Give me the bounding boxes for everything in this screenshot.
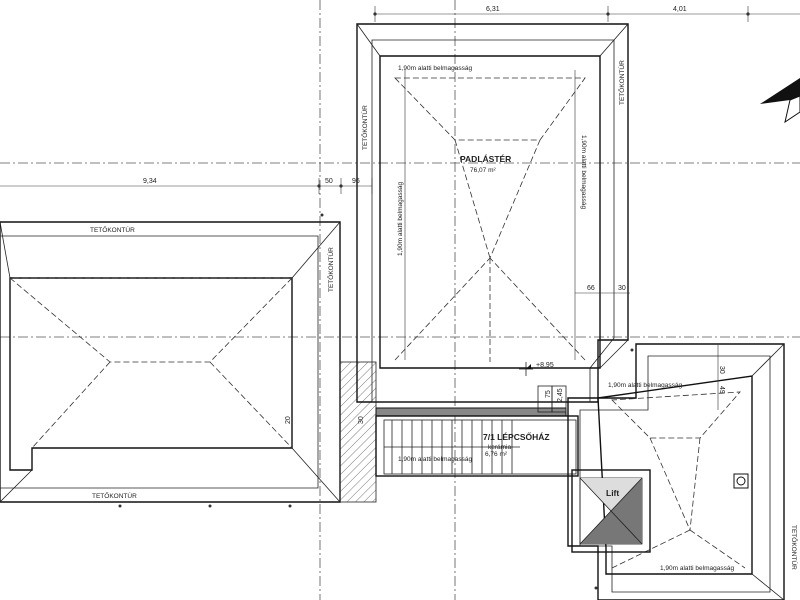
- attic-left-roof-label: TETŐKONTÚR: [360, 105, 369, 150]
- dim-left-long: 9,34: [143, 178, 157, 185]
- top-dimension-chain: 6,31 4,01: [373, 6, 800, 22]
- left-roof-bottom-label: TETŐKONTÚR: [92, 491, 137, 500]
- attic-roof: 1,90m alatti belmagasság 1,90m alatti be…: [356, 23, 630, 403]
- stair-area: 6,76 m²: [485, 451, 508, 458]
- dim-lower-right-b: 49: [718, 386, 725, 394]
- dim-left-mid: 50: [325, 178, 333, 185]
- lower-right-roof: 1,90m alatti belmagasság 1,90m alatti be…: [567, 343, 799, 600]
- stair-height-label: 1,90m alatti belmagasság: [398, 456, 472, 463]
- stair-title: 7/1 LÉPCSŐHÁZ: [483, 431, 550, 442]
- dim-left-wall-a: 20: [285, 416, 292, 424]
- lower-right-bottom-height-label: 1,90m alatti belmagasság: [660, 565, 734, 572]
- dim-left-small: 96: [352, 178, 360, 185]
- level-mark-text: +8,95: [536, 362, 554, 369]
- attic-right-roof-label: TETŐKONTÚR: [617, 60, 626, 105]
- left-roof-top-label: TETŐKONTÚR: [90, 225, 135, 234]
- vent-icon: [733, 473, 749, 489]
- dim-lower-right-a: 30: [718, 366, 725, 374]
- attic-title: PADLÁSTÉR: [460, 154, 511, 164]
- left-dimension-chain: 9,34 50 96: [0, 178, 373, 194]
- reference-dots: [118, 213, 634, 590]
- dim-attic-inner-right: 30: [618, 285, 626, 292]
- attic-left-height-label: 1,90m alatti belmagasság: [397, 182, 404, 256]
- attic-area: 76,07 m²: [470, 167, 496, 174]
- left-roof-side-label: TETŐKONTÚR: [326, 247, 335, 292]
- lift-shaft: Lift: [571, 469, 651, 553]
- dim-stair-a: 75: [545, 390, 552, 398]
- attic-right-height-label: 1,90m alatti belmagasság: [580, 135, 587, 209]
- dim-attic-inner-left: 66: [587, 285, 595, 292]
- north-arrow-icon: [760, 78, 800, 124]
- dim-stair-b: 2,45: [557, 388, 564, 402]
- dim-top-right: 4,01: [673, 6, 687, 13]
- left-roof: TETŐKONTÚR TETŐKONTÚR TETŐKONTÚR 20 30: [0, 221, 365, 503]
- lower-right-roof-label: TETŐKONTÚR: [790, 525, 799, 570]
- hatched-wall: [339, 361, 377, 503]
- level-mark: +8,95: [519, 362, 554, 376]
- dim-top-left: 6,31: [486, 6, 500, 13]
- lift-label: Lift: [606, 488, 619, 498]
- lower-right-top-height-label: 1,90m alatti belmagasság: [608, 382, 682, 389]
- attic-top-height-label: 1,90m alatti belmagasság: [398, 65, 472, 72]
- stairwell: 1,90m alatti belmagasság 7/1 LÉPCSŐHÁZ k…: [375, 385, 579, 477]
- stair-sub: kerámia: [488, 444, 512, 451]
